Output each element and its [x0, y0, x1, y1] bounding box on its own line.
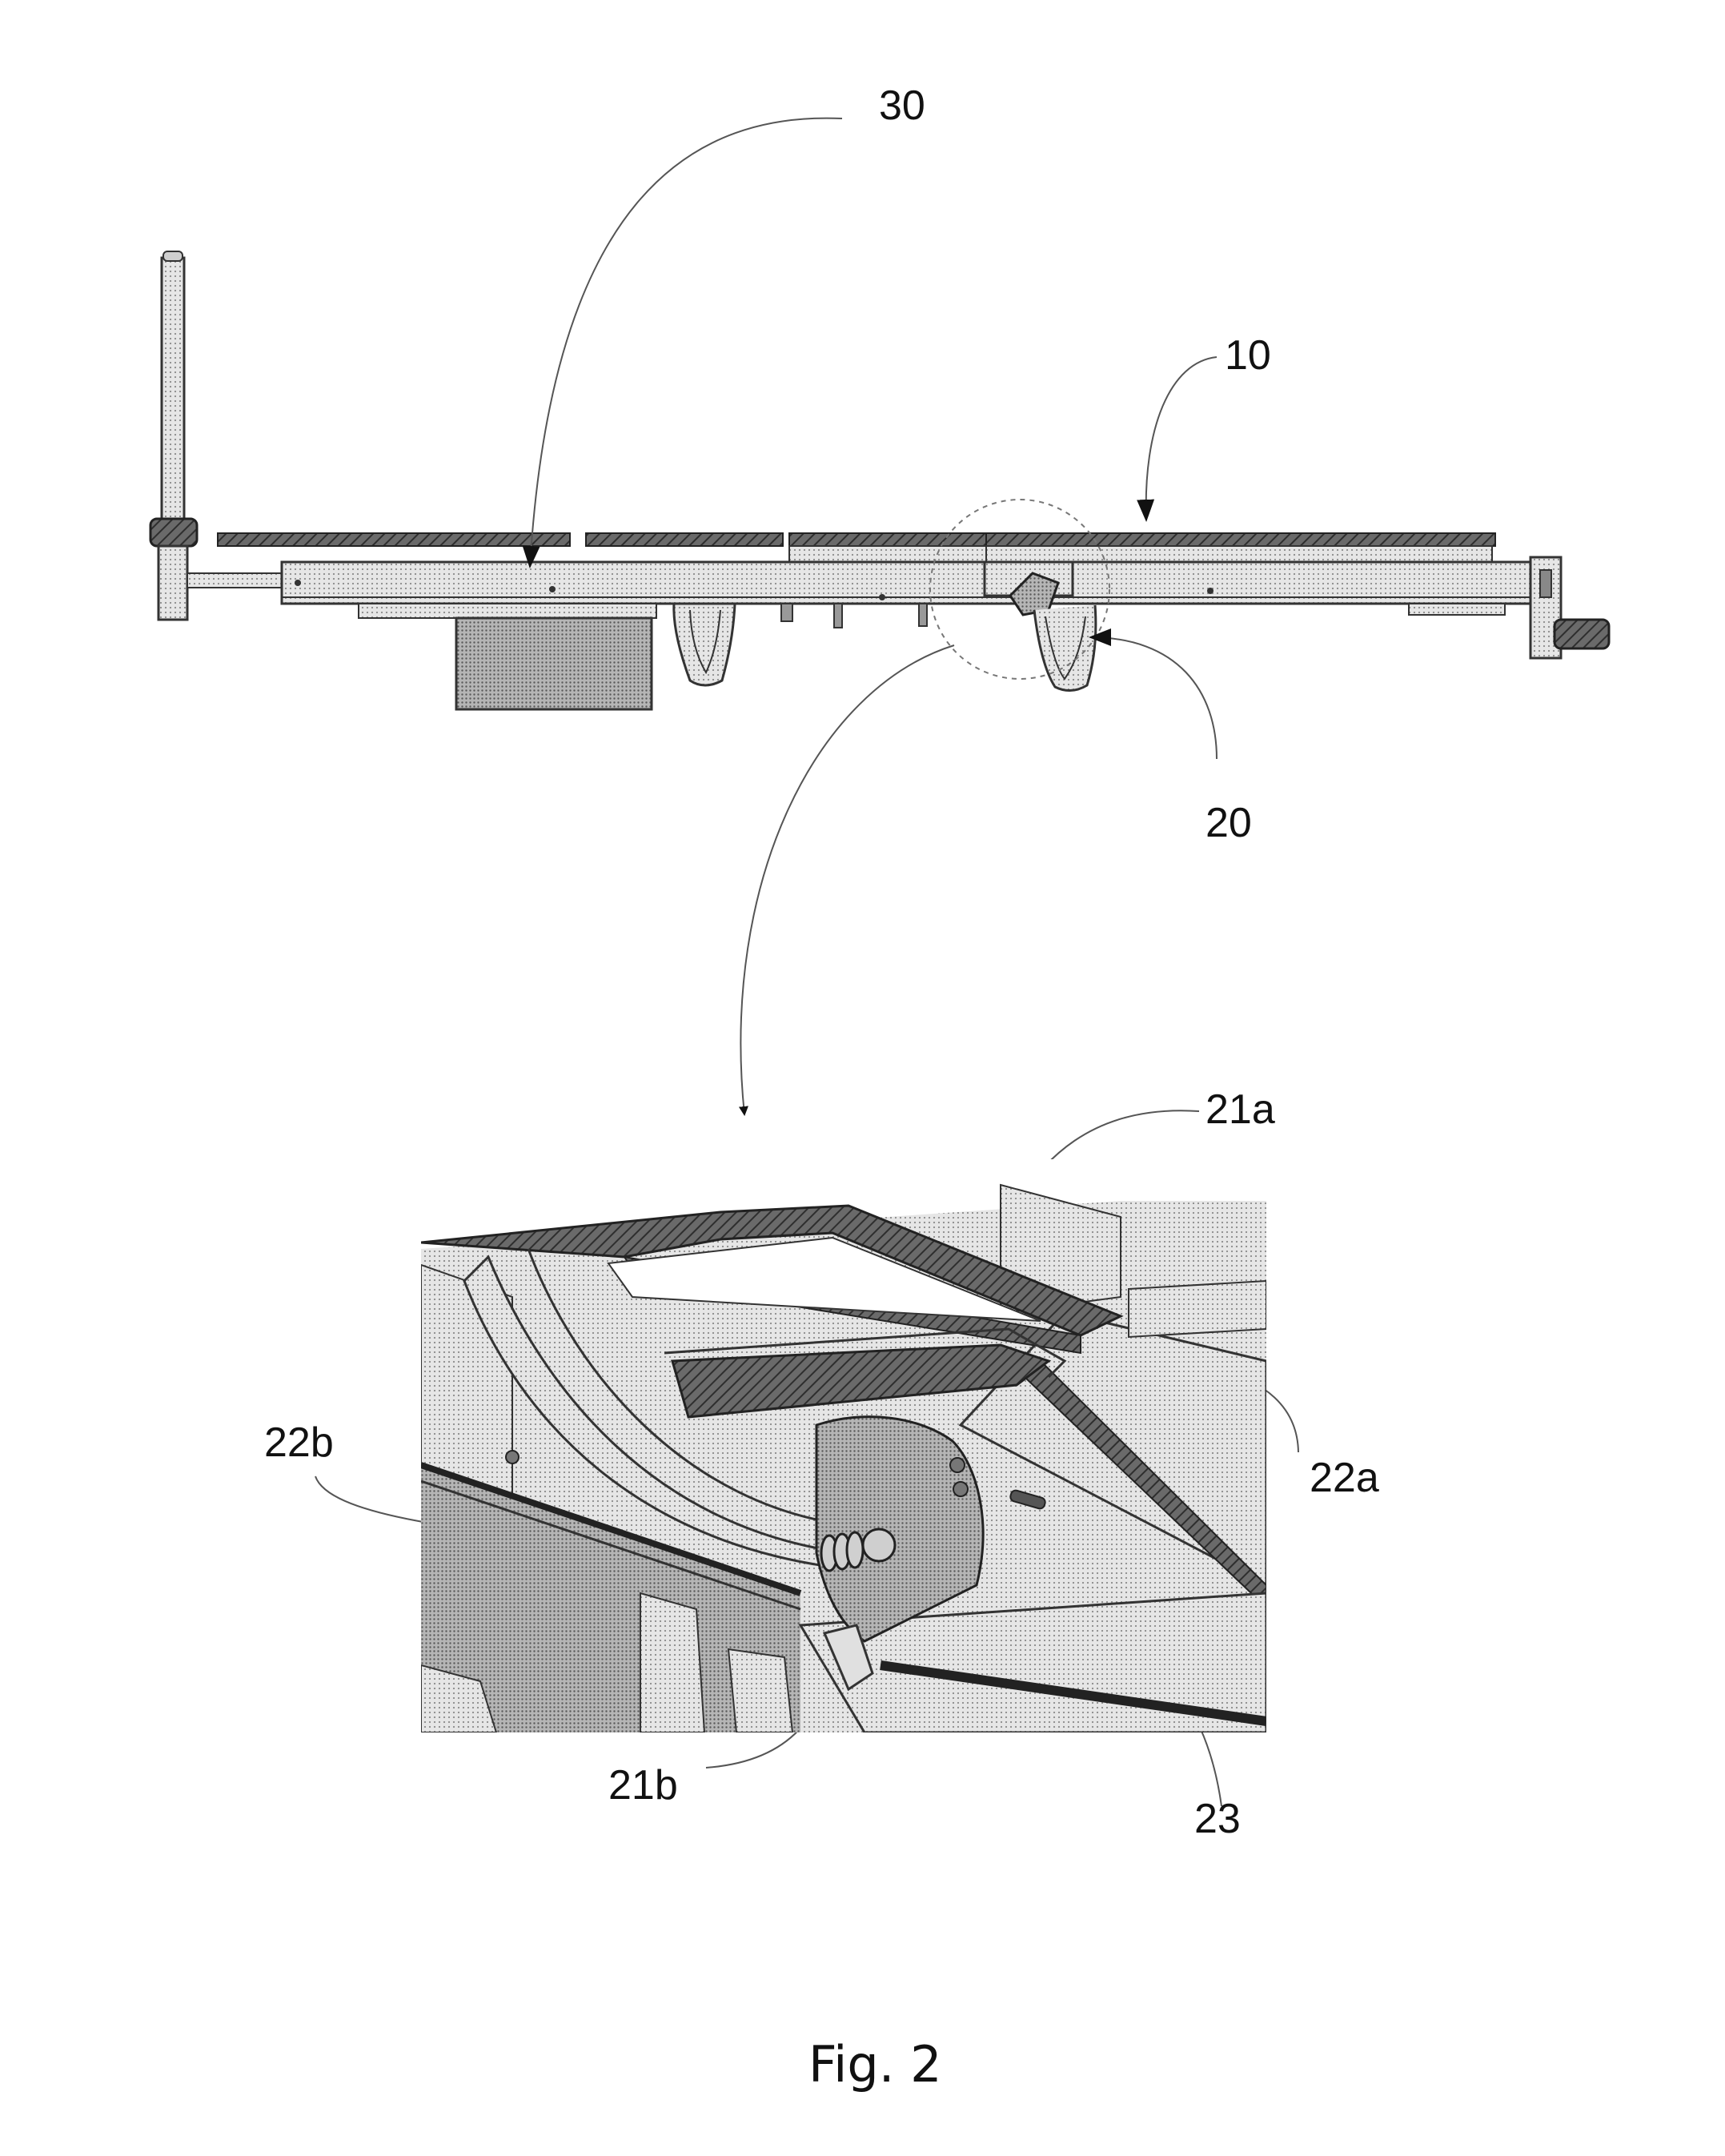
spring-22b	[820, 1531, 865, 1572]
hinge-body	[815, 1415, 985, 1643]
post-cap	[162, 251, 183, 262]
label-22b: 22b	[264, 1419, 334, 1466]
top-pad-1	[217, 532, 571, 547]
leader-10	[1137, 356, 1218, 522]
connecting-bar	[187, 572, 284, 588]
top-pad-2	[585, 532, 784, 547]
plate-21a	[671, 1343, 1052, 1419]
label-22a: 22a	[1310, 1455, 1379, 1501]
post-lower	[157, 544, 189, 621]
post-knob	[149, 517, 199, 548]
leader-detail	[739, 644, 955, 1116]
pad-support-right	[985, 545, 1493, 563]
label-20: 20	[1205, 800, 1252, 846]
end-knob	[1553, 618, 1611, 650]
figure-caption: Fig. 2	[808, 2035, 942, 2094]
hinge-bolt	[861, 1528, 897, 1563]
detail-view	[421, 1159, 1266, 1732]
table-side-view	[149, 251, 1611, 711]
leader-20	[1089, 628, 1218, 760]
label-23: 23	[1194, 1796, 1241, 1842]
top-pad-4	[985, 532, 1496, 547]
top-pad-3	[788, 532, 987, 547]
label-30: 30	[879, 82, 925, 129]
pad-support	[788, 545, 1000, 563]
underframe	[358, 603, 657, 619]
label-10: 10	[1225, 332, 1271, 379]
underframe-right	[1408, 603, 1506, 616]
leader-30	[522, 117, 843, 568]
hinge-link	[1009, 572, 1060, 616]
battery-box	[455, 616, 653, 711]
pin-21b	[822, 1624, 874, 1692]
label-21a: 21a	[1205, 1086, 1275, 1133]
left-bracket	[672, 602, 736, 687]
label-21b: 21b	[608, 1762, 678, 1809]
detail-circle	[929, 499, 1110, 680]
vertical-post	[160, 256, 186, 532]
